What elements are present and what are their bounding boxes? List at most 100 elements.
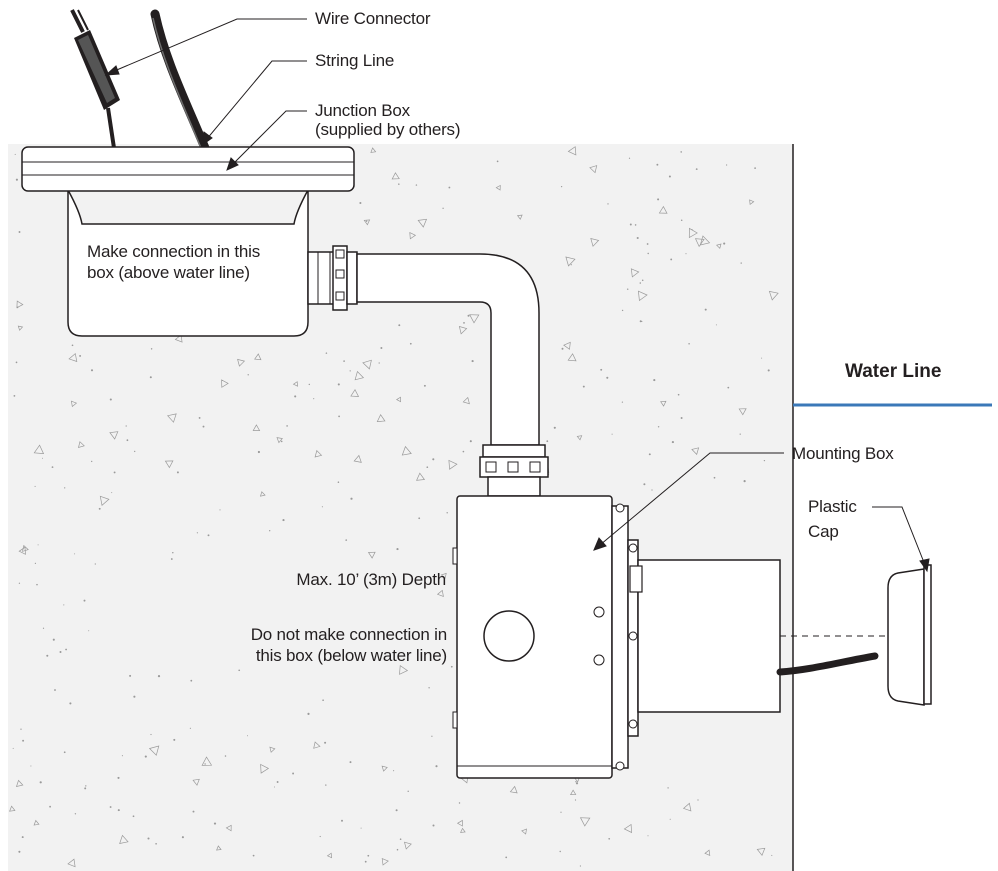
speckle-dot [582, 385, 585, 388]
speckle-dot [398, 183, 400, 185]
leader-arrowhead [201, 131, 213, 147]
fitting-bolt [529, 461, 541, 473]
speckle-mark [78, 441, 85, 449]
speckle-dot [113, 471, 116, 474]
speckle-dot [190, 679, 193, 682]
speckle-dot [446, 512, 448, 514]
speckle-dot [423, 384, 426, 387]
speckle-dot [22, 739, 25, 742]
speckle-mark [630, 268, 640, 278]
screw-hole [593, 606, 605, 618]
speckle-dot [79, 354, 82, 357]
speckle-mark [174, 334, 183, 343]
wire-connector-sheen [78, 35, 115, 103]
speckle-dot [170, 558, 173, 560]
mounting-note-line-2: this box (below water line) [255, 646, 447, 665]
plastic-cap [887, 568, 925, 706]
speckle-dot [697, 799, 699, 801]
speckle-dot [126, 439, 129, 442]
speckle-dot [64, 487, 66, 489]
conduit-knockout [483, 610, 535, 662]
speckle-mark [391, 172, 400, 180]
speckle-dot [559, 850, 561, 853]
speckle-dot [560, 811, 562, 813]
speckle-mark [396, 396, 401, 403]
speckle-dot [725, 164, 728, 166]
speckle-mark [67, 858, 76, 868]
speckle-dot [150, 733, 152, 736]
flange-screw [615, 503, 625, 513]
speckle-mark [589, 165, 598, 174]
speckle-dot [109, 806, 112, 808]
junction-box-label-sub: (supplied by others) [315, 120, 461, 139]
speckle-dot [224, 755, 227, 757]
speckle-mark [691, 447, 700, 456]
light-cable [776, 652, 879, 676]
wire-connector-label: Wire Connector [315, 9, 431, 28]
speckle-dot [450, 665, 453, 668]
speckle-dot [213, 822, 217, 825]
speckle-dot [670, 258, 673, 261]
speckle-dot [88, 630, 90, 632]
speckle-dot [671, 441, 674, 444]
speckle-dot [84, 787, 87, 790]
speckle-dot [125, 425, 127, 427]
speckle-dot [628, 157, 631, 159]
max-depth-label: Max. 10’ (3m) Depth [296, 570, 446, 589]
speckle-dot [364, 860, 367, 863]
speckle-dot [657, 426, 660, 428]
speckle-dot [669, 818, 671, 820]
speckle-dot [292, 772, 295, 775]
speckle-dot [435, 765, 438, 768]
speckle-dot [378, 362, 380, 364]
speckle-mark [704, 849, 711, 856]
speckle-dot [505, 856, 508, 859]
speckle-dot [192, 810, 195, 813]
speckle-dot [634, 224, 637, 226]
conduit-elbow [356, 253, 540, 446]
fitting-nut-bottom [479, 456, 549, 478]
speckle-dot [294, 395, 297, 398]
speckle-mark [462, 396, 470, 405]
speckle-mark [381, 858, 389, 866]
speckle-dot [111, 492, 113, 494]
speckle-mark [381, 765, 388, 772]
plastic-cap-label: Plastic [808, 497, 857, 516]
speckle-dot [546, 440, 549, 443]
speckle-dot [431, 735, 433, 737]
speckle-dot [207, 534, 210, 537]
flange-screw [615, 761, 625, 771]
speckle-dot [132, 815, 135, 818]
speckle-mark [660, 400, 667, 407]
leader-plastic-cap [872, 506, 926, 566]
wire-bottom [106, 107, 116, 149]
speckle-dot [155, 842, 157, 845]
speckle-dot [432, 824, 435, 827]
speckle-dot [393, 770, 395, 772]
speckle-dot [704, 308, 707, 311]
speckle-mark [276, 437, 283, 444]
speckle-dot [109, 398, 112, 401]
speckle-dot [280, 440, 283, 443]
speckle-dot [380, 347, 383, 349]
speckle-dot [257, 450, 260, 454]
speckle-dot [219, 509, 221, 511]
speckle-dot [636, 236, 639, 240]
wire-top-2 [77, 9, 89, 31]
speckle-mark [404, 841, 412, 850]
speckle-dot [150, 348, 153, 350]
speckle-dot [337, 383, 340, 386]
speckle-dot [54, 689, 56, 691]
speckle-dot [553, 426, 556, 429]
speckle-dot [319, 835, 321, 838]
speckle-mark [353, 454, 362, 463]
speckle-dot [274, 786, 275, 788]
speckle-dot [448, 186, 451, 189]
speckle-dot [396, 848, 399, 851]
speckle-dot [147, 837, 150, 840]
speckle-dot [409, 342, 412, 345]
speckle-dot [172, 551, 174, 554]
speckle-mark [590, 238, 600, 247]
speckle-dot [677, 393, 680, 396]
leader-junction-box [231, 110, 307, 166]
